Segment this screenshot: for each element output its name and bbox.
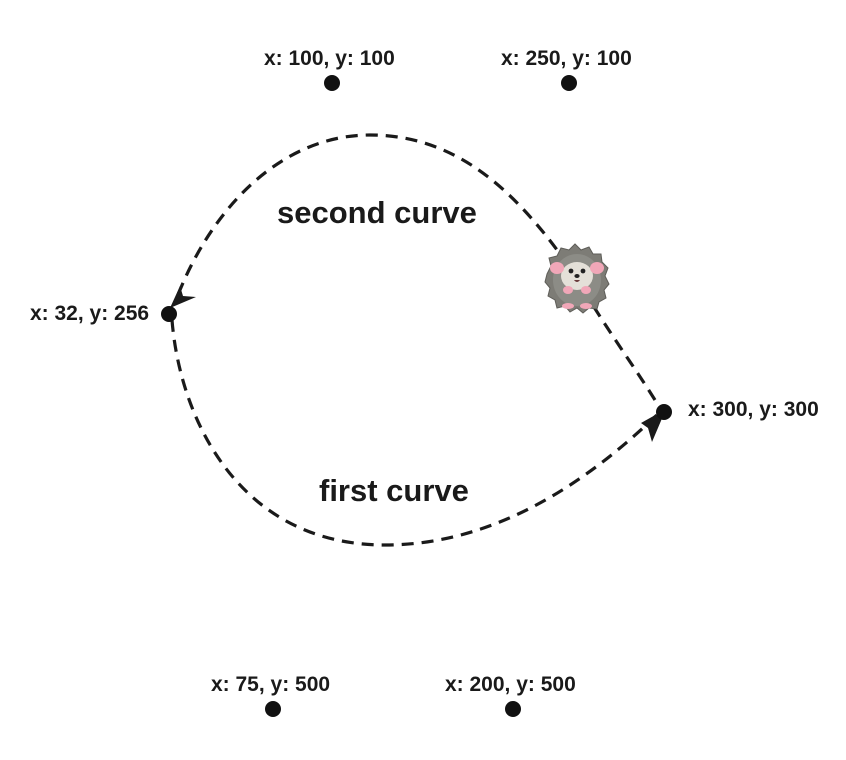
point-control-top-left	[324, 75, 340, 91]
hedgehog-paw-left	[563, 286, 573, 294]
label-second-curve: second curve	[277, 195, 477, 230]
hedgehog-icon	[544, 243, 610, 314]
label-control-top-left: x: 100, y: 100	[264, 47, 395, 70]
hedgehog-ear-right	[590, 262, 604, 274]
hedgehog-foot-left	[562, 303, 574, 309]
point-anchor-right	[656, 404, 672, 420]
label-control-top-right: x: 250, y: 100	[501, 47, 632, 70]
hedgehog-eye-right	[580, 268, 586, 274]
point-anchor-left	[161, 306, 177, 322]
hedgehog-eye-left	[568, 268, 574, 274]
hedgehog-nose	[574, 274, 580, 278]
label-first-curve: first curve	[319, 473, 469, 508]
point-control-top-right	[561, 75, 577, 91]
point-control-bottom-right	[505, 701, 521, 717]
hedgehog-ear-left	[550, 262, 564, 274]
label-control-bottom-right: x: 200, y: 500	[445, 673, 576, 696]
hedgehog-paw-right	[581, 286, 591, 294]
hedgehog-mouth	[574, 280, 580, 282]
label-anchor-right: x: 300, y: 300	[688, 398, 819, 421]
second-curve-path	[174, 133, 657, 401]
second-curve-arrowhead	[170, 286, 196, 308]
label-anchor-left: x: 32, y: 256	[30, 302, 149, 325]
hedgehog-foot-right	[580, 303, 592, 309]
first-curve-path	[170, 319, 662, 547]
point-control-bottom-left	[265, 701, 281, 717]
label-control-bottom-left: x: 75, y: 500	[211, 673, 330, 696]
